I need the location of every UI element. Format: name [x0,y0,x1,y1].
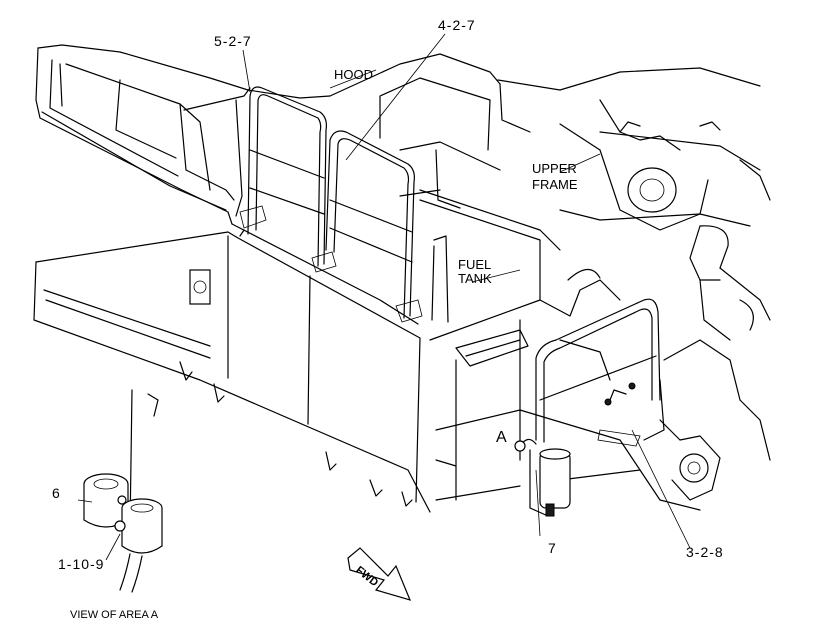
label-upper-frame-line2: FRAME [532,177,578,192]
callout-4-2-7: 4-2-7 [438,17,476,33]
label-fuel-tank-line2: TANK [458,271,492,286]
callout-5-2-7: 5-2-7 [214,33,252,49]
callout-3-2-8: 3-2-8 [686,544,724,560]
fwd-arrow [347,547,412,601]
engine-enclosure [33,44,431,513]
handrail-3-2-8 [535,298,665,443]
view-caption: VIEW OF AREA A [70,609,159,621]
right-structure [639,225,771,511]
label-fuel-tank-line1: FUEL [458,257,492,272]
view-of-area-a-detail [83,389,163,593]
part-7-canister [514,438,571,517]
callout-7: 7 [548,540,557,556]
fuel-tank-area [419,199,641,501]
callout-1-10-9: 1-10-9 [58,556,105,572]
handrail-5-2-7 [239,86,337,273]
area-marker-a: A [496,429,507,446]
label-upper-frame-line1: UPPER [532,161,577,176]
leader-lines [77,33,691,561]
handrail-4-2-7 [325,130,423,323]
upper-deck [231,53,771,325]
label-hood: HOOD [334,67,373,82]
callout-6: 6 [52,485,61,501]
